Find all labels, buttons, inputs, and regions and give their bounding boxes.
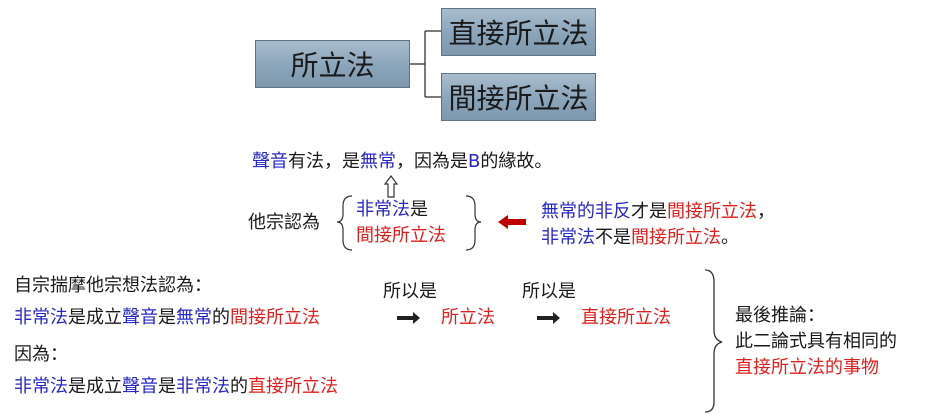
right-arrow-icon-1	[397, 312, 420, 324]
premise-2-part-7: 直接所立法	[248, 376, 338, 397]
premise-2-part-3: 聲音	[122, 376, 158, 397]
conclusion-line-3: 直接所立法的事物	[735, 357, 879, 378]
red-left-arrow-icon	[498, 215, 526, 229]
thesis-subject: 聲音	[252, 151, 288, 172]
premise-1-part-3: 聲音	[122, 307, 158, 328]
reason-line-1-part-2: 才是	[631, 201, 667, 222]
premise-1-part-2: 是成立	[68, 307, 122, 328]
root-box-so-li-fa: 所立法	[255, 40, 410, 88]
premise-1-part-5: 無常	[176, 307, 212, 328]
up-arrow-icon	[383, 175, 399, 198]
reason-line-1-part-3: 間接所立法	[667, 201, 757, 222]
opponent-line-1-blue: 非常法	[356, 199, 410, 220]
inference-premise-1: 非常法是成立聲音是無常的間接所立法	[14, 306, 320, 330]
reason-line-1-part-4: ，	[757, 201, 775, 222]
conclusion-title: 最後推論：	[735, 305, 825, 326]
inference-because: 因為：	[14, 344, 68, 365]
thesis-line: 聲音有法，是無常，因為是B的緣故。	[252, 150, 552, 174]
premise-2-part-5: 非常法	[176, 376, 230, 397]
inference-premise-2: 非常法是成立聲音是非常法的直接所立法	[14, 375, 338, 399]
child-box-indirect-label: 間接所立法	[448, 82, 589, 115]
opponent-line-1: 非常法是	[356, 198, 428, 222]
reason-line-1: 無常的非反才是間接所立法，	[541, 200, 775, 224]
child-box-direct-label: 直接所立法	[448, 17, 589, 50]
premise-1-part-7: 間接所立法	[230, 307, 320, 328]
right-arrow-icon-2	[537, 312, 560, 324]
thesis-predicate: 無常	[360, 151, 396, 172]
premise-1-part-4: 是	[158, 307, 176, 328]
child-box-indirect: 間接所立法	[441, 73, 596, 121]
opponent-label: 他宗認為	[248, 212, 320, 233]
so-result-1: 所立法	[441, 307, 495, 328]
left-brace-icon	[336, 195, 353, 251]
reason-line-2-part-1: 非常法	[541, 227, 595, 248]
so-label-2: 所以是	[522, 281, 576, 302]
opponent-line-2: 間接所立法	[356, 225, 446, 246]
child-box-direct: 直接所立法	[441, 8, 596, 56]
right-brace-icon	[465, 195, 482, 251]
premise-2-part-1: 非常法	[14, 376, 68, 397]
conclusion-brace-icon	[704, 269, 723, 413]
reason-line-2-part-4: 。	[721, 227, 739, 248]
so-result-2: 直接所立法	[581, 307, 671, 328]
so-label-1: 所以是	[383, 281, 437, 302]
reason-line-2-part-2: 不是	[595, 227, 631, 248]
premise-2-part-4: 是	[158, 376, 176, 397]
thesis-text-2: ，因為是	[396, 151, 468, 172]
reason-line-2: 非常法不是間接所立法。	[541, 226, 739, 250]
thesis-text-1: 有法，是	[288, 151, 360, 172]
opponent-line-1-black: 是	[410, 199, 428, 220]
conclusion-line-2: 此二論式具有相同的	[735, 331, 897, 352]
premise-1-part-6: 的	[212, 307, 230, 328]
reason-line-2-part-3: 間接所立法	[631, 227, 721, 248]
premise-2-part-2: 是成立	[68, 376, 122, 397]
premise-1-part-1: 非常法	[14, 307, 68, 328]
premise-2-part-6: 的	[230, 376, 248, 397]
thesis-reason-b: B	[468, 151, 481, 172]
thesis-text-3: 的緣故。	[480, 151, 553, 172]
inference-intro: 自宗揣摩他宗想法認為：	[14, 275, 212, 296]
reason-line-1-part-1: 無常的非反	[541, 201, 631, 222]
root-box-label: 所立法	[290, 49, 375, 82]
